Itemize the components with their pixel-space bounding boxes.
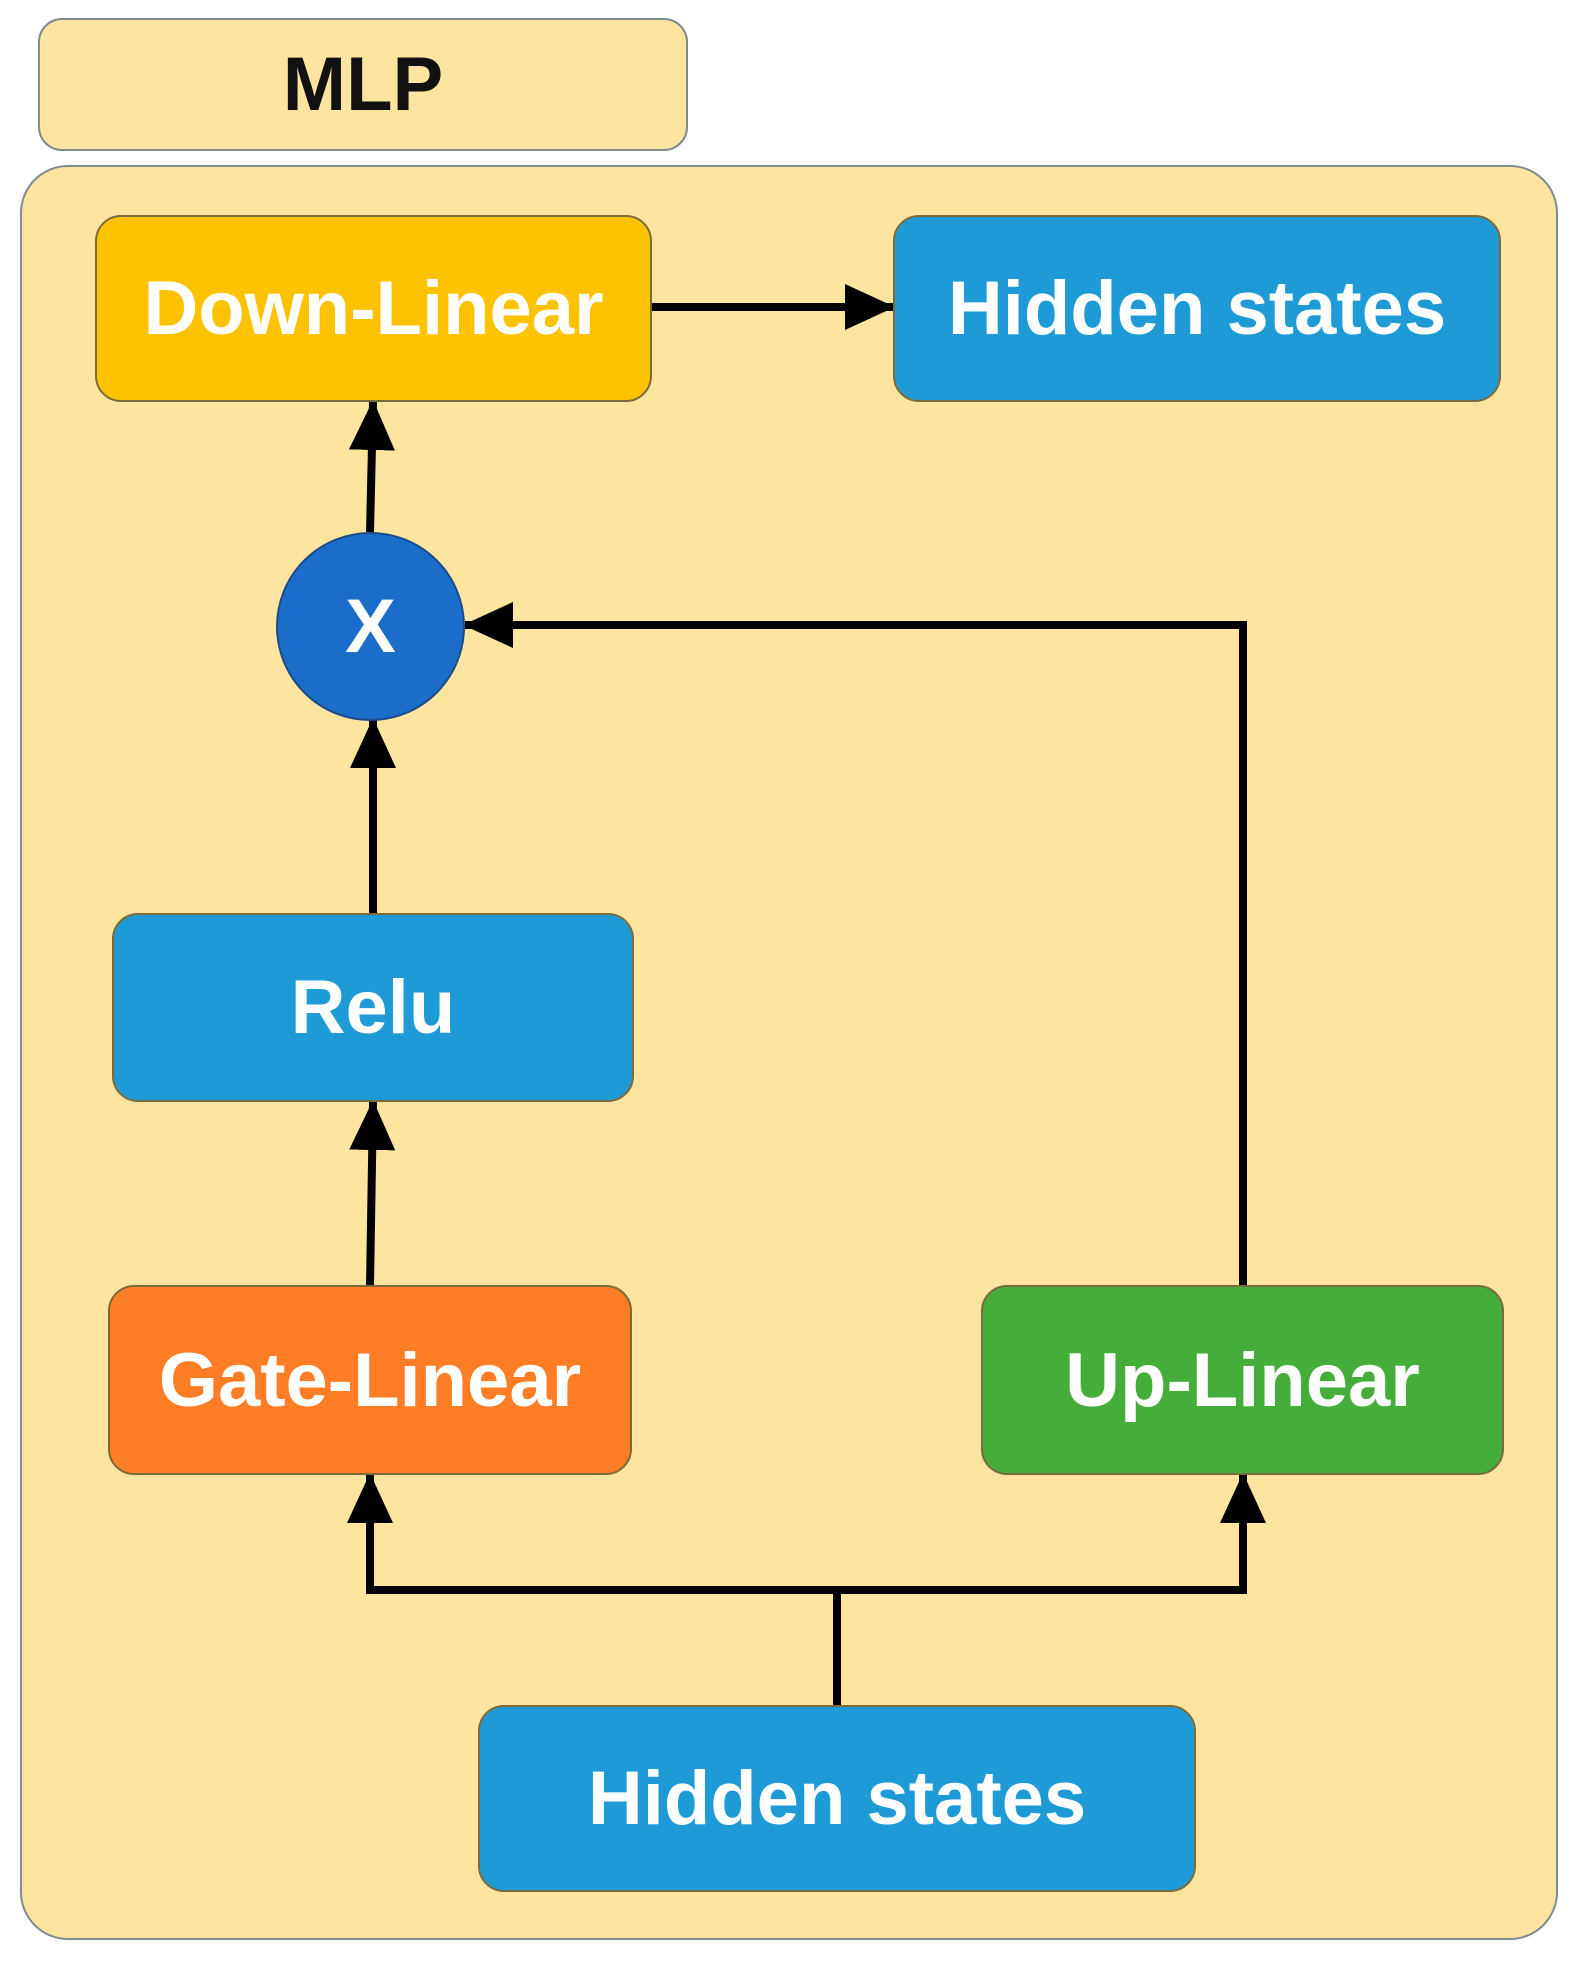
arrow-split-to-gate	[347, 1473, 837, 1594]
up-linear-node: Up-Linear	[981, 1285, 1504, 1475]
relu-node: Relu	[112, 913, 634, 1102]
arrow-up-to-multiply	[463, 602, 1247, 1285]
hidden-states-input-node: Hidden states	[478, 1705, 1196, 1892]
arrow-gate-to-relu	[349, 1100, 396, 1286]
down-linear-node: Down-Linear	[95, 215, 652, 402]
arrow-multiply-to-down	[348, 400, 395, 533]
hidden-states-output-node: Hidden states	[893, 215, 1501, 402]
arrow-split-to-up	[837, 1473, 1266, 1594]
gate-linear-node: Gate-Linear	[108, 1285, 632, 1475]
multiply-node: X	[276, 532, 465, 721]
mlp-title: MLP	[38, 18, 688, 151]
